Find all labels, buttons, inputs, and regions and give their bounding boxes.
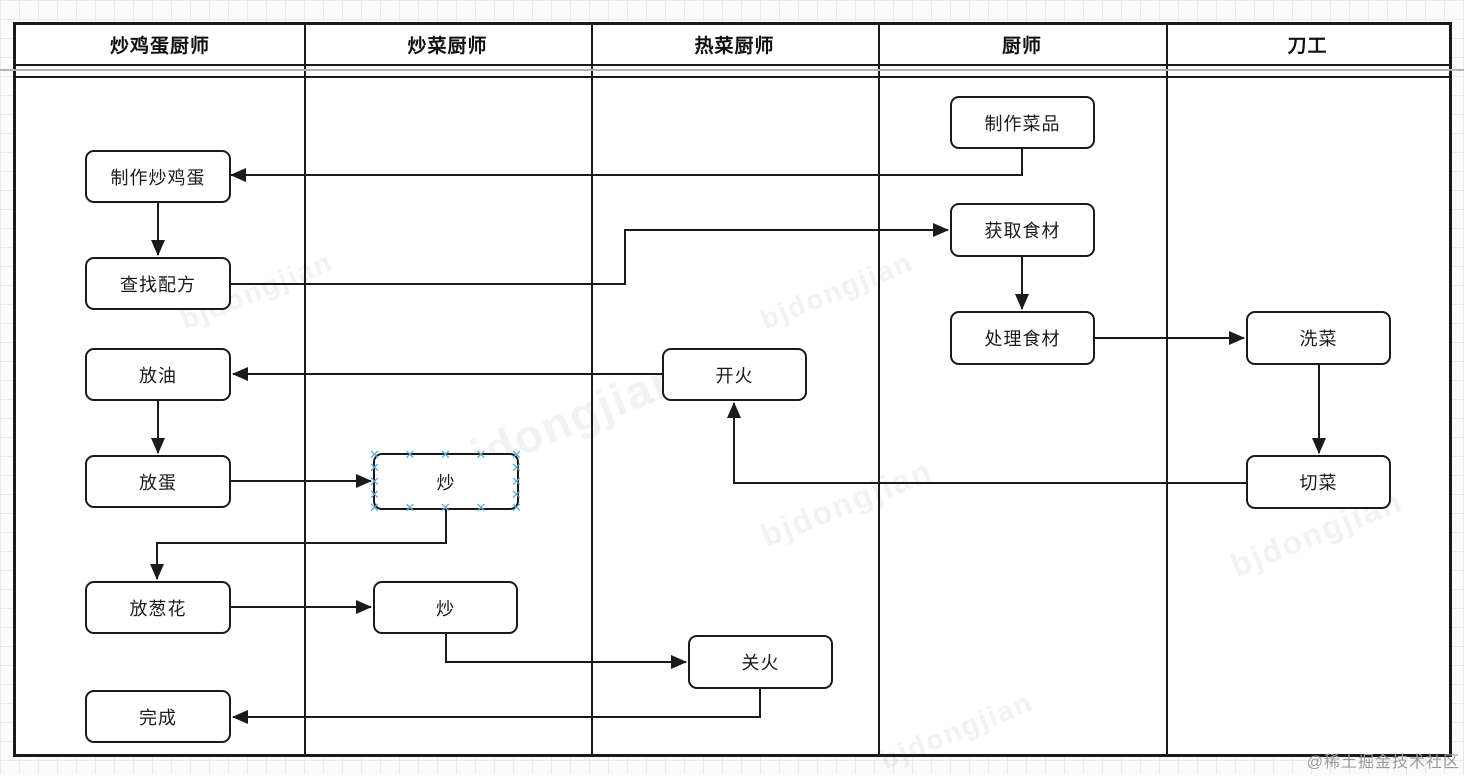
lane-header-daogong[interactable]: 刀工 [1287, 36, 1328, 57]
lane-separator [591, 25, 593, 754]
selection-handle-icon[interactable]: ✕ [369, 473, 381, 489]
node-cut[interactable]: 切菜 [1246, 455, 1391, 509]
header-divider [16, 64, 1449, 66]
selection-handle-icon[interactable]: ✕ [511, 460, 523, 476]
selection-handle-icon[interactable]: ✕ [511, 447, 523, 462]
selection-handle-icon[interactable]: ✕ [404, 500, 417, 515]
edge-fire-off-to-done[interactable] [232, 689, 761, 724]
node-fire-on[interactable]: 开火 [662, 348, 807, 401]
watermark-text: bjdongjian [755, 452, 938, 554]
lane-header-recai-chef[interactable]: 热菜厨师 [694, 36, 775, 57]
lane-header-chef[interactable]: 厨师 [1001, 36, 1042, 57]
site-credit: @稀土掘金技术社区 [1306, 754, 1460, 771]
lane-separator [1166, 25, 1168, 754]
node-fire-off[interactable]: 关火 [688, 635, 833, 689]
selection-handle-icon[interactable]: ✕ [511, 486, 523, 502]
node-find-recipe[interactable]: 查找配方 [85, 257, 231, 310]
selection-handle-icon[interactable]: ✕ [440, 447, 452, 462]
node-make-dish[interactable]: 制作菜品 [950, 96, 1095, 149]
selection-handle-icon[interactable]: ✕ [369, 447, 381, 462]
node-make-eggs[interactable]: 制作炒鸡蛋 [85, 150, 231, 203]
edge-cut-to-fire-on[interactable] [727, 402, 1246, 484]
edge-find-recipe-to-get-ingredients[interactable] [231, 223, 949, 285]
selection-handle-icon[interactable]: ✕ [404, 447, 417, 462]
node-get-ingredients[interactable]: 获取食材 [950, 203, 1095, 257]
edge-stir2-to-fire-off[interactable] [445, 634, 687, 669]
swimlane-diagram: 炒鸡蛋厨师 炒菜厨师 热菜厨师 厨师 刀工 bjdongjian bjdongj… [13, 22, 1452, 775]
lane-header-chaojidan-chef[interactable]: 炒鸡蛋厨师 [109, 36, 210, 57]
node-stir1-selected[interactable]: 炒 ✕ ✕ ✕ ✕ ✕ ✕ ✕ ✕ ✕ ✕ ✕ ✕ ✕ ✕ ✕ ✕ [369, 448, 522, 515]
selection-handle-icon[interactable]: ✕ [475, 447, 488, 462]
lane-header-chaocai-chef[interactable]: 炒菜厨师 [407, 36, 488, 57]
node-process-ingredients[interactable]: 处理食材 [950, 311, 1095, 365]
selection-handle-icon[interactable]: ✕ [511, 500, 523, 515]
selection-handle-icon[interactable]: ✕ [369, 500, 381, 515]
node-add-egg[interactable]: 放蛋 [85, 455, 231, 508]
node-add-scallion[interactable]: 放葱花 [85, 581, 231, 634]
watermark-text: bjdongjian [875, 685, 1038, 776]
selection-handle-icon[interactable]: ✕ [475, 500, 488, 515]
lane-body-top-divider [16, 76, 1449, 78]
selection-handle-icon[interactable]: ✕ [369, 486, 381, 502]
node-done[interactable]: 完成 [85, 690, 231, 743]
node-stir1-label: 炒 [436, 472, 456, 493]
watermark-text: bjdongjian [755, 245, 918, 336]
node-add-oil[interactable]: 放油 [85, 348, 231, 401]
lane-separator [878, 25, 880, 754]
node-wash[interactable]: 洗菜 [1246, 311, 1391, 365]
selection-handle-icon[interactable]: ✕ [511, 473, 523, 489]
header-gray-rule [0, 69, 1464, 71]
node-stir2[interactable]: 炒 [373, 581, 518, 634]
edge-stir1-to-add-scallion[interactable] [150, 510, 447, 580]
edge-make-dish-to-make-eggs[interactable] [230, 149, 1023, 182]
selection-handle-icon[interactable]: ✕ [369, 460, 381, 476]
lane-separator [304, 25, 306, 754]
selection-handle-icon[interactable]: ✕ [440, 500, 452, 515]
